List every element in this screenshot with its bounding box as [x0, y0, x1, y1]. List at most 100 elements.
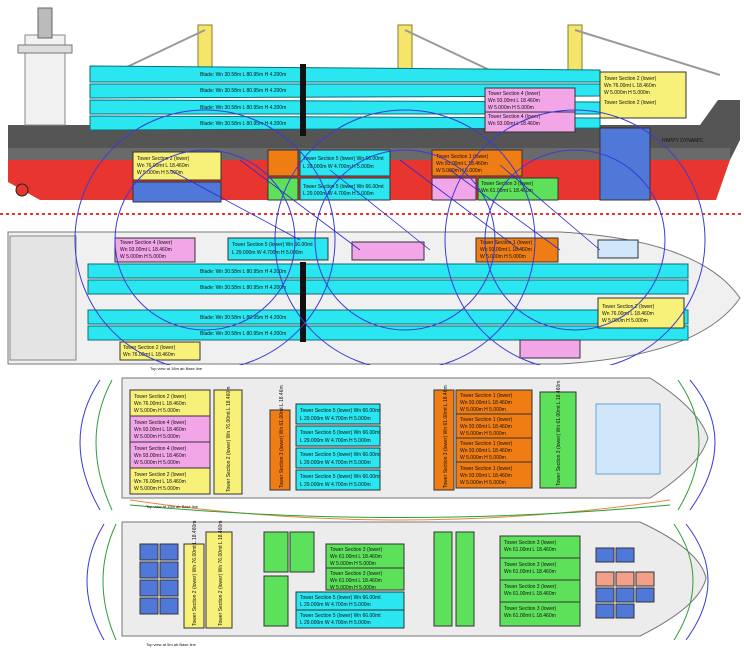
- tween-col1-box4: [129, 467, 211, 495]
- plan-pink-mid2: [519, 339, 581, 359]
- deck-stanchion-1: [300, 64, 306, 136]
- tween-mid-box2-l2: L 29.000m W 4.700m H 5.000m: [300, 438, 371, 444]
- plan-tower-a: [114, 237, 196, 263]
- lower-fwd-box-5: [635, 571, 655, 587]
- lower-green-fwd-4-l2: Wn 61.00mt L 18.460m: [504, 613, 556, 619]
- plan-stanchion: [300, 262, 306, 342]
- lower-green-fwd-1-l2: Wn 61.00mt L 18.460m: [504, 547, 556, 553]
- lower-green-fwd-3-l1: Tower Section 3 (lower): [504, 584, 557, 590]
- tween-note: Top view at 15m ab Base line: [146, 504, 199, 509]
- plan-pink-mid: [351, 241, 425, 261]
- tween-col1-box3-l1: Tower Section 4 (lower): [134, 446, 187, 452]
- lower-fwd-box-8: [635, 587, 655, 603]
- tower-fwd-yellow: [599, 71, 687, 119]
- hold-fwd-blue: [599, 127, 651, 201]
- lower-aft-box-1: [139, 543, 159, 561]
- plan-cyan-fwd: [597, 239, 639, 259]
- tween-col1-box3: [129, 441, 211, 469]
- tween-col1-box1: [129, 389, 211, 417]
- lower-aft-box-4: [159, 561, 179, 579]
- tween-col1-box1-l2: Wn 76.00mt L 18.460m: [134, 401, 186, 407]
- plan-tower-d-l1: Tower Section 2 (lower): [602, 304, 655, 310]
- tween-right-box3: [455, 437, 533, 463]
- lower-fwd-box-9: [595, 603, 615, 619]
- tower-fwd-l2: Wn 76.00mt L 18.460m: [604, 83, 656, 89]
- lower-aft-box-8: [159, 597, 179, 615]
- bridge-wings: [17, 44, 73, 54]
- lower-yellow-v2: [205, 531, 233, 629]
- tween-col1-box1-l1: Tower Section 2 (lower): [134, 394, 187, 400]
- lower-green-fwd: Tower Section 3 (lower) Wn 61.00mt L 18.…: [499, 535, 581, 627]
- blade-side-1: [89, 65, 601, 83]
- tween-col1-box3-l2: Wn 93.00mt L 18.460m: [134, 453, 186, 459]
- tower-deck-pink-b-l2: Wn 93.00mt L 18.460m: [488, 121, 540, 127]
- plan-tower-b-l2: L 29.000m W 4.700m H 5.000m: [232, 250, 303, 256]
- lower-green-mid-1-l3: W 5.000m H 5.000m: [330, 561, 376, 567]
- lower-fwd-box-2: [615, 547, 635, 563]
- hold-tower-fwd-l3: W 5.000m H 5.000m: [436, 168, 482, 174]
- plan-view-upper: Blade: Wn 30.58m L 80.95m H 4.200m Blade…: [7, 231, 741, 371]
- crane-radius-3a: [444, 109, 706, 365]
- plan-blade-3-label: Blade: Wn 30.58m L 80.95m H 4.200m: [200, 315, 286, 321]
- tower-deck-pink-b-l1: Tower Section 4 (lower): [488, 114, 541, 120]
- tween-mid-box1-l1: Tower Section 5 (lower) Wn 66.00mt: [300, 408, 381, 414]
- tween-right-box4-l2: Wn 93.00mt L 18.460m: [460, 473, 512, 479]
- lower-green-small-1: [263, 531, 289, 573]
- lower-green-fwd-2-l1: Tower Section 3 (lower): [504, 562, 557, 568]
- crane-radius-3b: [484, 149, 666, 331]
- plan-blade-2: [87, 279, 689, 295]
- plan-tower-c-l2: Wn 93.00mt L 18.460m: [480, 247, 532, 253]
- tween-yellow-vertical: [213, 389, 243, 495]
- tower-fwd-l1: Tower Section 2 (lower): [604, 76, 657, 82]
- ship-name: HAPPY DYNAMIC: [662, 138, 704, 144]
- lashing-lines: [169, 159, 601, 251]
- lower-cyan-mid-2: [295, 609, 405, 629]
- tween-deck-view: Tower Section 2 (lower) Wn 76.00mt L 18.…: [79, 377, 716, 521]
- lower-cyan-mid-1-l1: Tower Section 5 (lower) Wn 66.00mt: [300, 595, 381, 601]
- lower-green-small-2: [289, 531, 315, 573]
- lower-green-mid-1: [325, 543, 405, 569]
- tween-right-box2-l1: Tower Section 1 (lower): [460, 417, 513, 423]
- hold-tower-fwd-l1: Tower Section 1 (lower): [436, 154, 489, 160]
- lower-aft-box-6: [159, 579, 179, 597]
- plan-tower-a-l3: W 5.000m H 5.000m: [120, 254, 166, 260]
- lower-green-fwd-1-l1: Tower Section 3 (lower): [504, 540, 557, 546]
- crane-2: [397, 24, 501, 76]
- tower-deck-pink-l3: W 5.000m H 5.000m: [488, 105, 534, 111]
- tween-mid-box4-l2: L 29.000m W 4.700m H 5.000m: [300, 482, 371, 488]
- lower-green-fwd-2-l2: Wn 61.00mt L 18.460m: [504, 569, 556, 575]
- tween-mid-box3-l1: Tower Section 5 (lower) Wn 66.00mt: [300, 452, 381, 458]
- tween-col1-box4-l3: W 5.000m H 5.000m: [134, 486, 180, 492]
- hold-tower-aft: [132, 151, 222, 181]
- tower-fwd-l4: Tower Section 2 (lower): [604, 100, 657, 106]
- lower-yellow-v1: [183, 543, 205, 629]
- tower-deck-pink: [484, 87, 576, 113]
- propeller: [15, 183, 29, 197]
- lower-green-mid-1-l2: Wn 61.00mt L 18.460m: [330, 554, 382, 560]
- tween-mid-box3: [295, 447, 381, 469]
- lower-green-v-fwd2: [455, 531, 475, 627]
- hold-tower-fwd-l2: Wn 93.00mt L 18.460m: [436, 161, 488, 167]
- crane-3: [567, 24, 721, 76]
- tween-right-box4: [455, 461, 533, 489]
- lower-green-fwd-3-l2: Wn 61.00mt L 18.460m: [504, 591, 556, 597]
- tween-col1-box2: [129, 415, 211, 443]
- lower-fwd-boxes: [595, 547, 655, 619]
- tween-col1-box2-l3: W 5.000m H 5.000m: [134, 434, 180, 440]
- tween-right-box2-l3: W 5.000m H 5.000m: [460, 431, 506, 437]
- tween-mid-box2-l1: Tower Section 5 (lower) Wn 66.00mt: [300, 430, 381, 436]
- tween-right-box4-l3: W 5.000m H 5.000m: [460, 480, 506, 486]
- tower-deck-pink-b: [484, 111, 576, 133]
- tween-arcs: [79, 379, 716, 521]
- tower-deck-pink-l1: Tower Section 4 (lower): [488, 91, 541, 97]
- crane-radius-1b: [114, 149, 296, 331]
- plan-tower-d-l3: W 5.000m H 5.000m: [602, 318, 648, 324]
- plan-tower-c-l1: Tower Section 1 (lower): [480, 240, 533, 246]
- hold-tower-aft-b: [132, 181, 222, 203]
- lower-aft-box-2: [159, 543, 179, 561]
- plan-blade-1: [87, 263, 689, 279]
- tween-col1-box2-l2: Wn 93.00mt L 18.460m: [134, 427, 186, 433]
- hold-tower-mid: [299, 149, 391, 177]
- lower-green-mid-2-l1: Tower Section 3 (lower): [330, 571, 383, 577]
